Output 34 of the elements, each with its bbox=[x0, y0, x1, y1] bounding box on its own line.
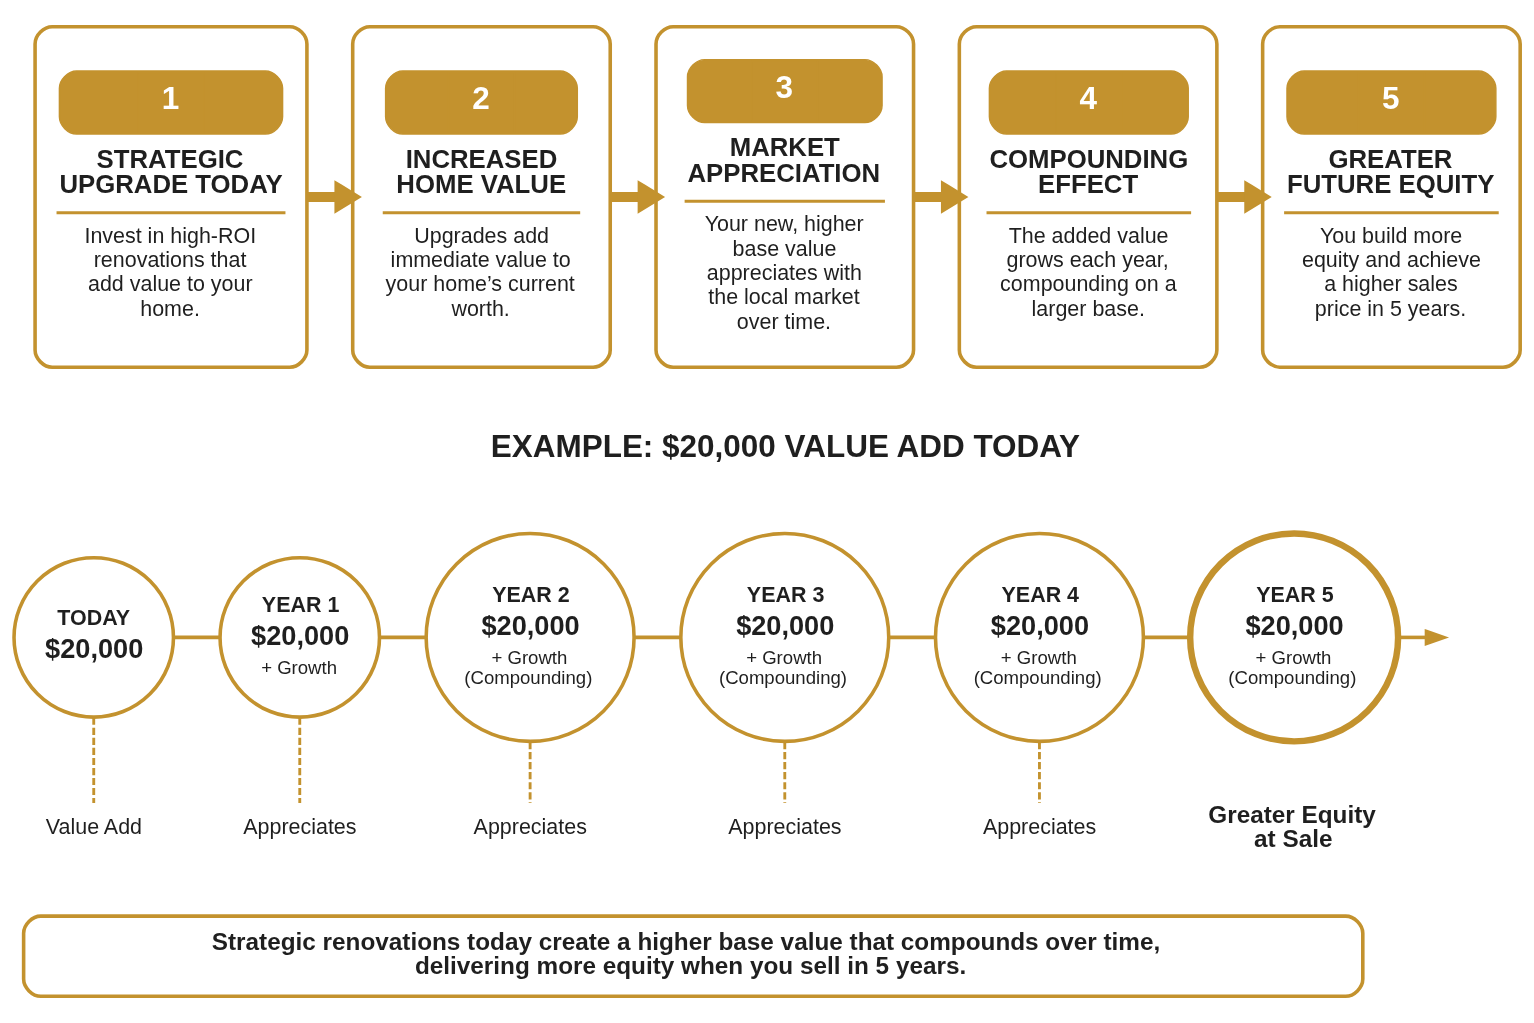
node-text: Appreciates bbox=[473, 814, 587, 839]
connector bbox=[1143, 635, 1190, 640]
node-circle: YEAR 1 $20,000 + Growth bbox=[218, 555, 382, 719]
node-box: 1 STRATEGIC UPGRADE TODAY Invest in high-ROI renovations that add value to your home. bbox=[33, 24, 309, 370]
arrow bbox=[1398, 628, 1450, 646]
node-text: Appreciates bbox=[243, 814, 357, 839]
node-text: Appreciates bbox=[982, 814, 1097, 839]
node-circle: YEAR 3 $20,000 + Growth (Compounding) bbox=[679, 531, 891, 744]
arrow bbox=[1217, 180, 1272, 214]
node-text: Appreciates bbox=[728, 814, 842, 839]
connector bbox=[173, 635, 220, 640]
connector bbox=[379, 635, 426, 640]
node-circle: YEAR 2 $20,000 + Growth (Compounding) bbox=[424, 531, 636, 744]
label: EXAMPLE: $20,000 VALUE ADD TODAY bbox=[490, 428, 1081, 464]
connector bbox=[92, 717, 96, 804]
node-box: 4 COMPOUNDING EFFECT The added value grows each year, compounding on a larger base. bbox=[957, 24, 1219, 370]
arrow bbox=[913, 180, 969, 214]
connector bbox=[783, 742, 787, 804]
node-box: Strategic renovations today create a higher base value that compounds over time, delivering more equity when you sell in 5 years. bbox=[21, 914, 1365, 999]
node-box: 2 INCREASED HOME VALUE Upgrades add immediate value to your home’s current worth. bbox=[350, 24, 612, 370]
connector bbox=[889, 635, 935, 640]
connector bbox=[528, 742, 532, 804]
connector bbox=[1038, 742, 1041, 804]
node-circle: YEAR 4 $20,000 + Growth (Compounding) bbox=[933, 531, 1146, 744]
arrow bbox=[610, 180, 666, 214]
node-text: Value Add bbox=[45, 814, 143, 839]
node-circle: YEAR 5 $20,000 + Growth (Compounding) bbox=[1186, 530, 1402, 745]
node-circle: TODAY $20,000 bbox=[12, 555, 176, 719]
connector bbox=[634, 635, 681, 640]
node-label: Greater Equity at Sale bbox=[1208, 800, 1376, 852]
node-box: 3 MARKET APPRECIATION Your new, higher base value appreciates with the local market over time. bbox=[654, 24, 916, 370]
connector bbox=[298, 717, 302, 804]
arrow bbox=[307, 180, 362, 214]
node-box: 5 GREATER FUTURE EQUITY You build more equity and achieve a higher sales price in 5 years. bbox=[1260, 24, 1522, 370]
